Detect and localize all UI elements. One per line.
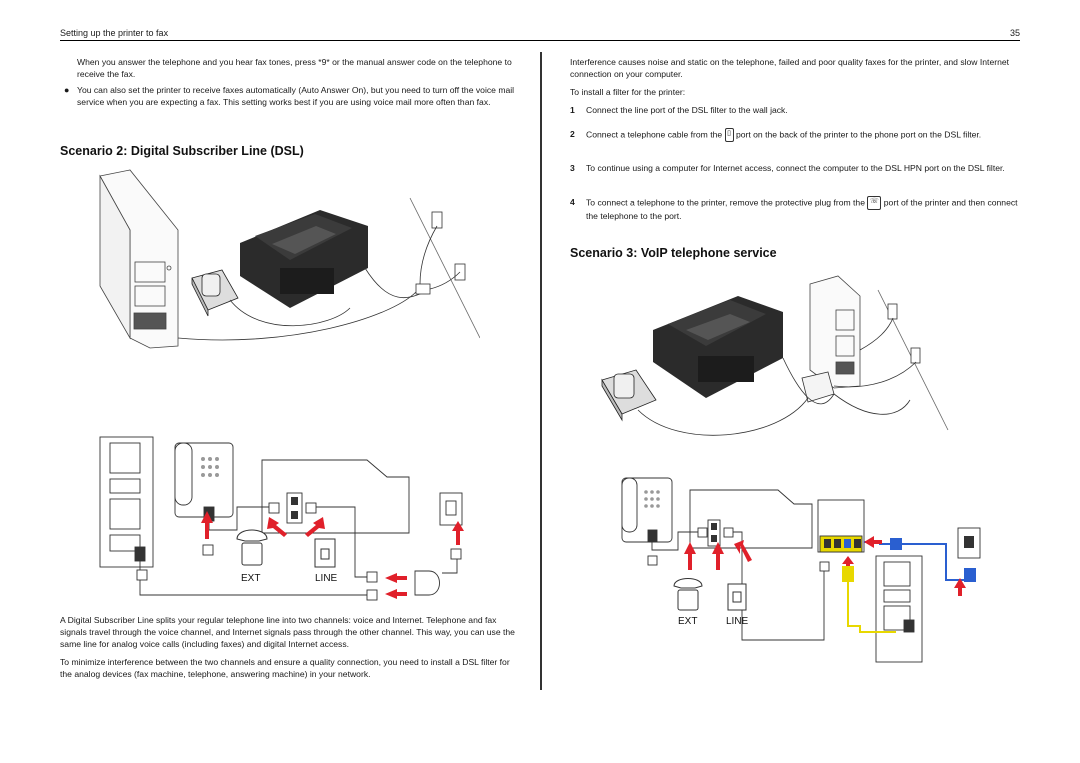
red-arrow-icon	[201, 511, 464, 599]
line-port-icon	[314, 538, 336, 568]
step-text: To connect a telephone to the printer, r…	[586, 197, 865, 208]
intro-paragraph: When you answer the telephone and you he…	[77, 57, 512, 80]
dsl-filter-icon	[415, 283, 431, 295]
scenario3-heading: Scenario 3: VoIP telephone service	[570, 246, 777, 260]
phone-base-icon	[601, 369, 657, 422]
header-rule	[60, 40, 1020, 41]
printer-icon	[240, 210, 368, 308]
wall-jack-icon	[431, 211, 443, 229]
running-header: Setting up the printer to fax	[60, 28, 169, 38]
line-label: LINE	[726, 616, 749, 627]
filter-intro: To install a filter for the printer:	[570, 87, 686, 97]
step-text: port of the printer and then connect the…	[586, 197, 1018, 221]
step-4: 4 To connect a telephone to the printer,…	[570, 196, 1022, 222]
step-1: 1 Connect the line port of the DSL filte…	[570, 104, 1022, 116]
line-port-icon	[727, 583, 747, 611]
step-text: port on the back of the printer to the p…	[735, 129, 982, 140]
column-divider	[540, 52, 542, 690]
step-number: 2	[570, 129, 575, 139]
bullet-item: ● You can also set the printer to receiv…	[64, 84, 517, 108]
dsl-paragraph-2: To minimize interference between the two…	[60, 657, 510, 680]
step-number: 3	[570, 163, 575, 173]
voip-setup-illustration	[601, 275, 949, 436]
dsl-paragraph-1: A Digital Subscriber Line splits your re…	[60, 615, 515, 650]
computer-tower-icon	[809, 275, 861, 389]
step-text: To continue using a computer for Interne…	[586, 163, 1005, 173]
dsl-wiring-diagram: EXT LINE	[99, 436, 464, 601]
desk-phone-icon	[621, 477, 673, 543]
computer-tower-icon	[99, 436, 154, 568]
printer-icon	[653, 296, 783, 398]
line-label: LINE	[315, 573, 338, 584]
step-3: 3 To continue using a computer for Inter…	[570, 162, 1022, 174]
bullet-dot: ●	[64, 85, 70, 95]
ext-label: EXT	[678, 616, 697, 627]
ext-phone-icon	[236, 529, 268, 566]
step-2: 2 Connect a telephone cable from the ▯ p…	[570, 128, 1022, 142]
dsl-filter-icon	[414, 570, 440, 596]
line-port-icon: ▯	[724, 128, 734, 142]
red-arrow-icon	[684, 536, 966, 596]
step-number: 1	[570, 105, 575, 115]
scenario2-heading: Scenario 2: Digital Subscriber Line (DSL…	[60, 144, 304, 158]
step-text: Connect the line port of the DSL filter …	[586, 105, 788, 115]
phone-port-icon: ☏	[867, 196, 882, 210]
ext-phone-icon	[673, 578, 703, 611]
step-text: Connect a telephone cable from the	[586, 129, 723, 140]
page-number: 35	[1009, 28, 1020, 38]
wall-jack-icon	[887, 303, 898, 320]
dsl-setup-illustration	[99, 169, 480, 349]
wall-jack-icon	[910, 347, 921, 364]
printer-outline	[261, 459, 410, 534]
ext-label: EXT	[241, 573, 260, 584]
interference-paragraph: Interference causes noise and static on …	[570, 57, 1010, 80]
step-number: 4	[570, 197, 575, 207]
computer-tower-icon	[875, 555, 923, 663]
phone-base-icon	[191, 269, 239, 317]
voip-wiring-diagram: EXT LINE	[621, 477, 981, 663]
bullet-text: You can also set the printer to receive …	[77, 85, 515, 108]
computer-tower-icon	[99, 169, 179, 349]
voip-adapter-icon	[801, 371, 835, 403]
desk-phone-icon	[174, 442, 234, 522]
